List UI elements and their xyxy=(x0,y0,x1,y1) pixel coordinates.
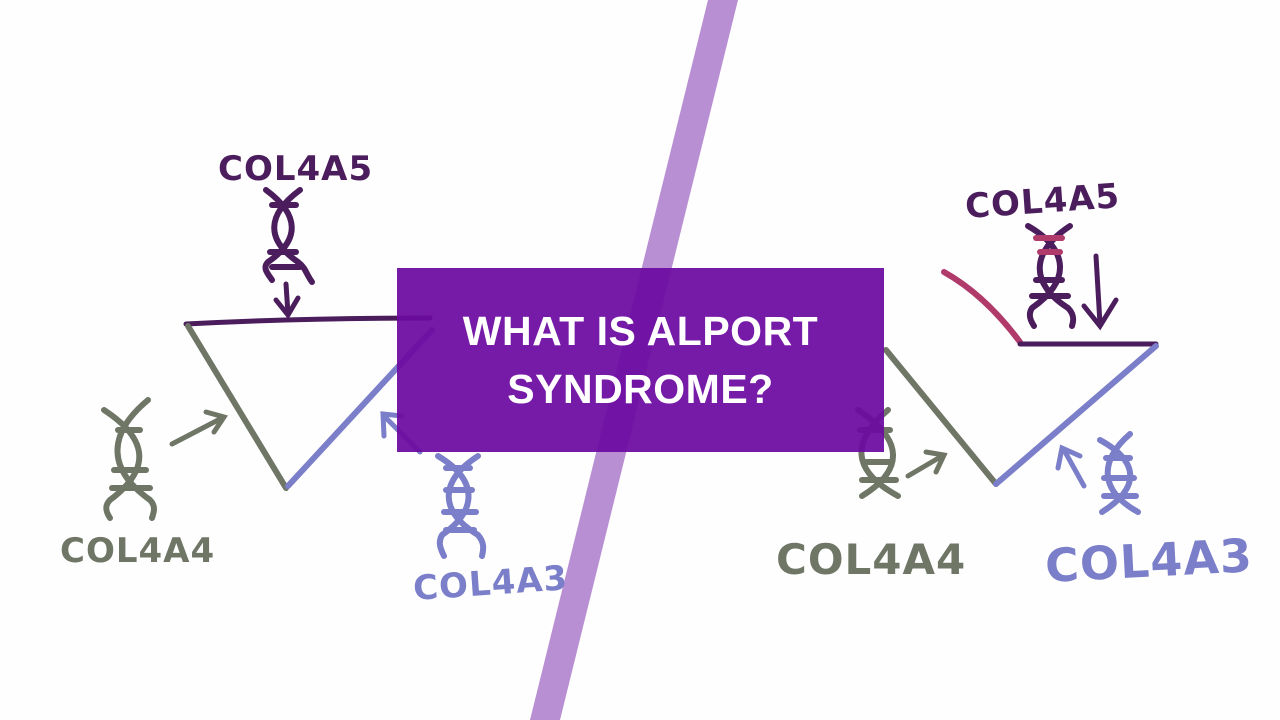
right-mutation-stroke xyxy=(941,269,1023,345)
left-triangle-left-edge xyxy=(185,323,289,491)
arrow-icon xyxy=(169,409,228,447)
title-line-2: SYNDROME? xyxy=(507,366,774,412)
dna-helix-icon xyxy=(101,397,157,521)
left-label-col4a3: COL4A3 xyxy=(412,558,570,609)
arrow-icon xyxy=(1055,444,1087,489)
arrow-icon xyxy=(273,281,301,320)
right-triangle-left-edge xyxy=(883,347,999,487)
right-label-col4a4: COL4A4 xyxy=(776,535,966,584)
dna-helix-icon xyxy=(1097,431,1141,515)
dna-helix-icon xyxy=(262,187,315,285)
arrow-icon xyxy=(1081,253,1119,331)
title-banner: WHAT IS ALPORT SYNDROME? xyxy=(397,268,884,452)
dna-helix-icon xyxy=(1025,223,1077,329)
dna-mutation-rungs xyxy=(1033,235,1065,255)
title-line-1: WHAT IS ALPORT xyxy=(462,308,819,354)
left-label-col4a5: COL4A5 xyxy=(218,149,373,189)
dna-helix-icon xyxy=(435,453,487,559)
right-label-col4a5: COL4A5 xyxy=(964,176,1122,227)
right-label-col4a3: COL4A3 xyxy=(1044,528,1254,593)
left-label-col4a4: COL4A4 xyxy=(60,531,215,571)
arrow-icon xyxy=(905,449,948,479)
left-triangle-top-edge xyxy=(183,315,433,327)
right-triangle-right-edge xyxy=(993,343,1159,487)
